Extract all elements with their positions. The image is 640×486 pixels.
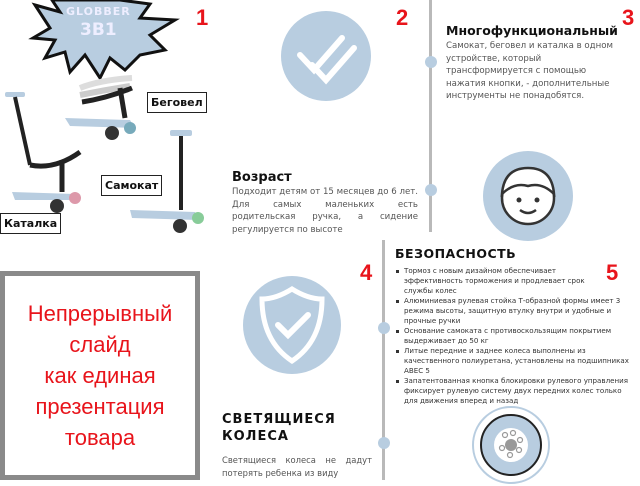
multifunction-title: Многофункциональный xyxy=(446,23,618,38)
label-walker: Каталка xyxy=(0,213,62,234)
label-balance-bike: Беговел xyxy=(147,92,207,113)
list-item: Тормоз с новым дизайном обеспечивает эфф… xyxy=(395,266,635,296)
list-item: Литые передние и заднее колеса выполнены… xyxy=(395,346,635,376)
safety-list: Тормоз с новым дизайном обеспечивает эфф… xyxy=(395,266,635,406)
double-check-icon xyxy=(281,11,371,101)
timeline-dot xyxy=(378,437,390,449)
kick-scooter-image xyxy=(130,130,204,233)
list-item: Запатентованная кнопка блокировки рулево… xyxy=(395,376,635,406)
promo-line: товара xyxy=(64,425,136,450)
panel-number-2: 2 xyxy=(396,5,409,30)
wheel-icon xyxy=(472,406,550,484)
panel-number-1: 1 xyxy=(196,5,209,30)
balance-bike-image xyxy=(65,75,136,140)
walker-image xyxy=(5,92,82,213)
scooter-illustration xyxy=(5,0,204,233)
timeline-dot xyxy=(378,322,390,334)
promo-line: слайд xyxy=(69,332,131,357)
multifunction-text: Самокат, беговел и каталка в одном устро… xyxy=(446,41,613,101)
safety-title: БЕЗОПАСНОСТЬ xyxy=(395,246,517,261)
timeline-line-top xyxy=(429,0,432,232)
wheels-text: Светящиеся колеса не дадут потерять ребе… xyxy=(222,455,372,478)
starburst-badge xyxy=(28,0,180,82)
promo-box: Непрерывный слайд как единая презентация… xyxy=(0,271,200,480)
age-title: Возраст xyxy=(232,170,292,185)
child-face-icon xyxy=(483,151,573,241)
promo-line: Непрерывный xyxy=(27,301,173,326)
list-item: Алюминиевая рулевая стойка Т-образной фо… xyxy=(395,296,635,326)
list-item: Основание самоката с противоскользящим п… xyxy=(395,326,635,346)
panel-number-4: 4 xyxy=(360,260,373,285)
label-scooter: Самокат xyxy=(101,175,163,196)
timeline-line-bottom xyxy=(382,240,385,480)
promo-line: презентация xyxy=(35,394,165,419)
wheels-title-line1: СВЕТЯЩИЕСЯ xyxy=(222,412,336,427)
wheels-title-line2: КОЛЕСА xyxy=(222,429,289,444)
timeline-dot xyxy=(425,56,437,68)
age-text: Подходит детям от 15 месяцев до 6 лет. Д… xyxy=(232,187,418,235)
panel-number-3: 3 xyxy=(622,5,635,30)
promo-line: как единая xyxy=(44,363,156,388)
badge-brand: GLOBBER xyxy=(66,5,131,18)
panel-number-5: 5 xyxy=(606,260,619,285)
badge-model: 3В1 xyxy=(80,20,117,40)
shield-check-icon xyxy=(243,276,341,374)
timeline-dot xyxy=(425,184,437,196)
